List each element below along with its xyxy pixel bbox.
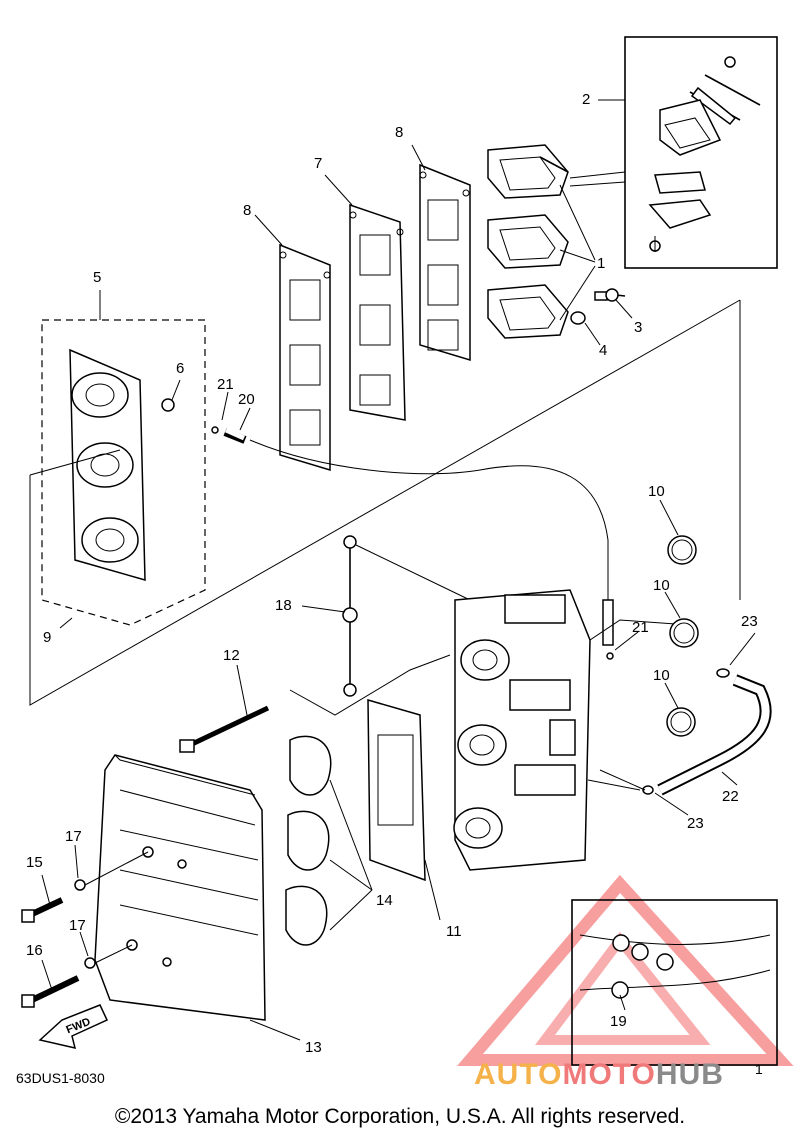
callout-6: 6 (176, 360, 185, 377)
callout-19: 19 (610, 1013, 627, 1030)
callout-7: 7 (314, 155, 323, 172)
leader-lines (41, 99, 756, 1041)
callout-22: 22 (722, 788, 739, 805)
intake-manifold (41, 319, 206, 626)
callout-23-lower: 23 (687, 815, 704, 832)
watermark-part-2: MOTO (562, 1058, 656, 1091)
callout-17-lower: 17 (69, 917, 86, 934)
callout-15: 15 (26, 854, 43, 871)
bolt-12 (179, 705, 270, 753)
copyright-notice: ©2013 Yamaha Motor Corporation, U.S.A. A… (114, 1105, 686, 1128)
watermark-text: AUTOMOTOHUB (474, 1058, 724, 1092)
callout-18: 18 (275, 597, 292, 614)
callout-5: 5 (93, 269, 102, 286)
reed-valve-detail-inset (569, 36, 778, 269)
callout-16: 16 (26, 942, 43, 959)
diagram-code: 63DUS1-8030 (16, 1070, 105, 1086)
callout-8-upper: 8 (395, 124, 404, 141)
carburetor-assembly (453, 589, 691, 871)
reed-valve-assemblies (487, 144, 633, 346)
callout-21-upper: 21 (217, 376, 234, 393)
callout-9: 9 (43, 629, 52, 646)
screws-15-16 (21, 851, 149, 1008)
inset-label: 1 (755, 1061, 763, 1077)
gasket-11 (367, 698, 426, 882)
callout-10-upper: 10 (648, 483, 665, 500)
intake-silencer-cover (94, 754, 266, 1021)
callout-23-upper: 23 (741, 613, 758, 630)
callout-10-middle: 10 (653, 577, 670, 594)
hose-20 (223, 427, 614, 646)
callout-21-lower: 21 (632, 619, 649, 636)
gaskets (279, 163, 471, 472)
hose-22 (599, 668, 772, 796)
callout-12: 12 (223, 647, 240, 664)
callout-14: 14 (376, 892, 393, 909)
screw-3 (594, 288, 633, 319)
callout-2: 2 (582, 91, 591, 108)
callout-8-lower: 8 (243, 202, 252, 219)
callout-1: 1 (597, 255, 606, 272)
watermark-part-1: AUTO (474, 1058, 563, 1091)
callout-11: 11 (446, 923, 462, 940)
link-rod-18 (342, 535, 471, 697)
callout-10-lower: 10 (653, 667, 670, 684)
o-rings-10 (666, 535, 699, 737)
callout-17-upper: 17 (65, 828, 82, 845)
gaskets-14 (285, 735, 332, 946)
callout-13: 13 (305, 1039, 322, 1056)
watermark-part-3: HUB (655, 1058, 724, 1091)
callout-4: 4 (599, 342, 608, 359)
fwd-arrow-icon (38, 1004, 108, 1050)
watermark-triangle (457, 874, 794, 1066)
callout-20: 20 (238, 391, 255, 408)
callout-3: 3 (634, 319, 643, 336)
drain-plug-detail-inset (571, 899, 778, 1066)
